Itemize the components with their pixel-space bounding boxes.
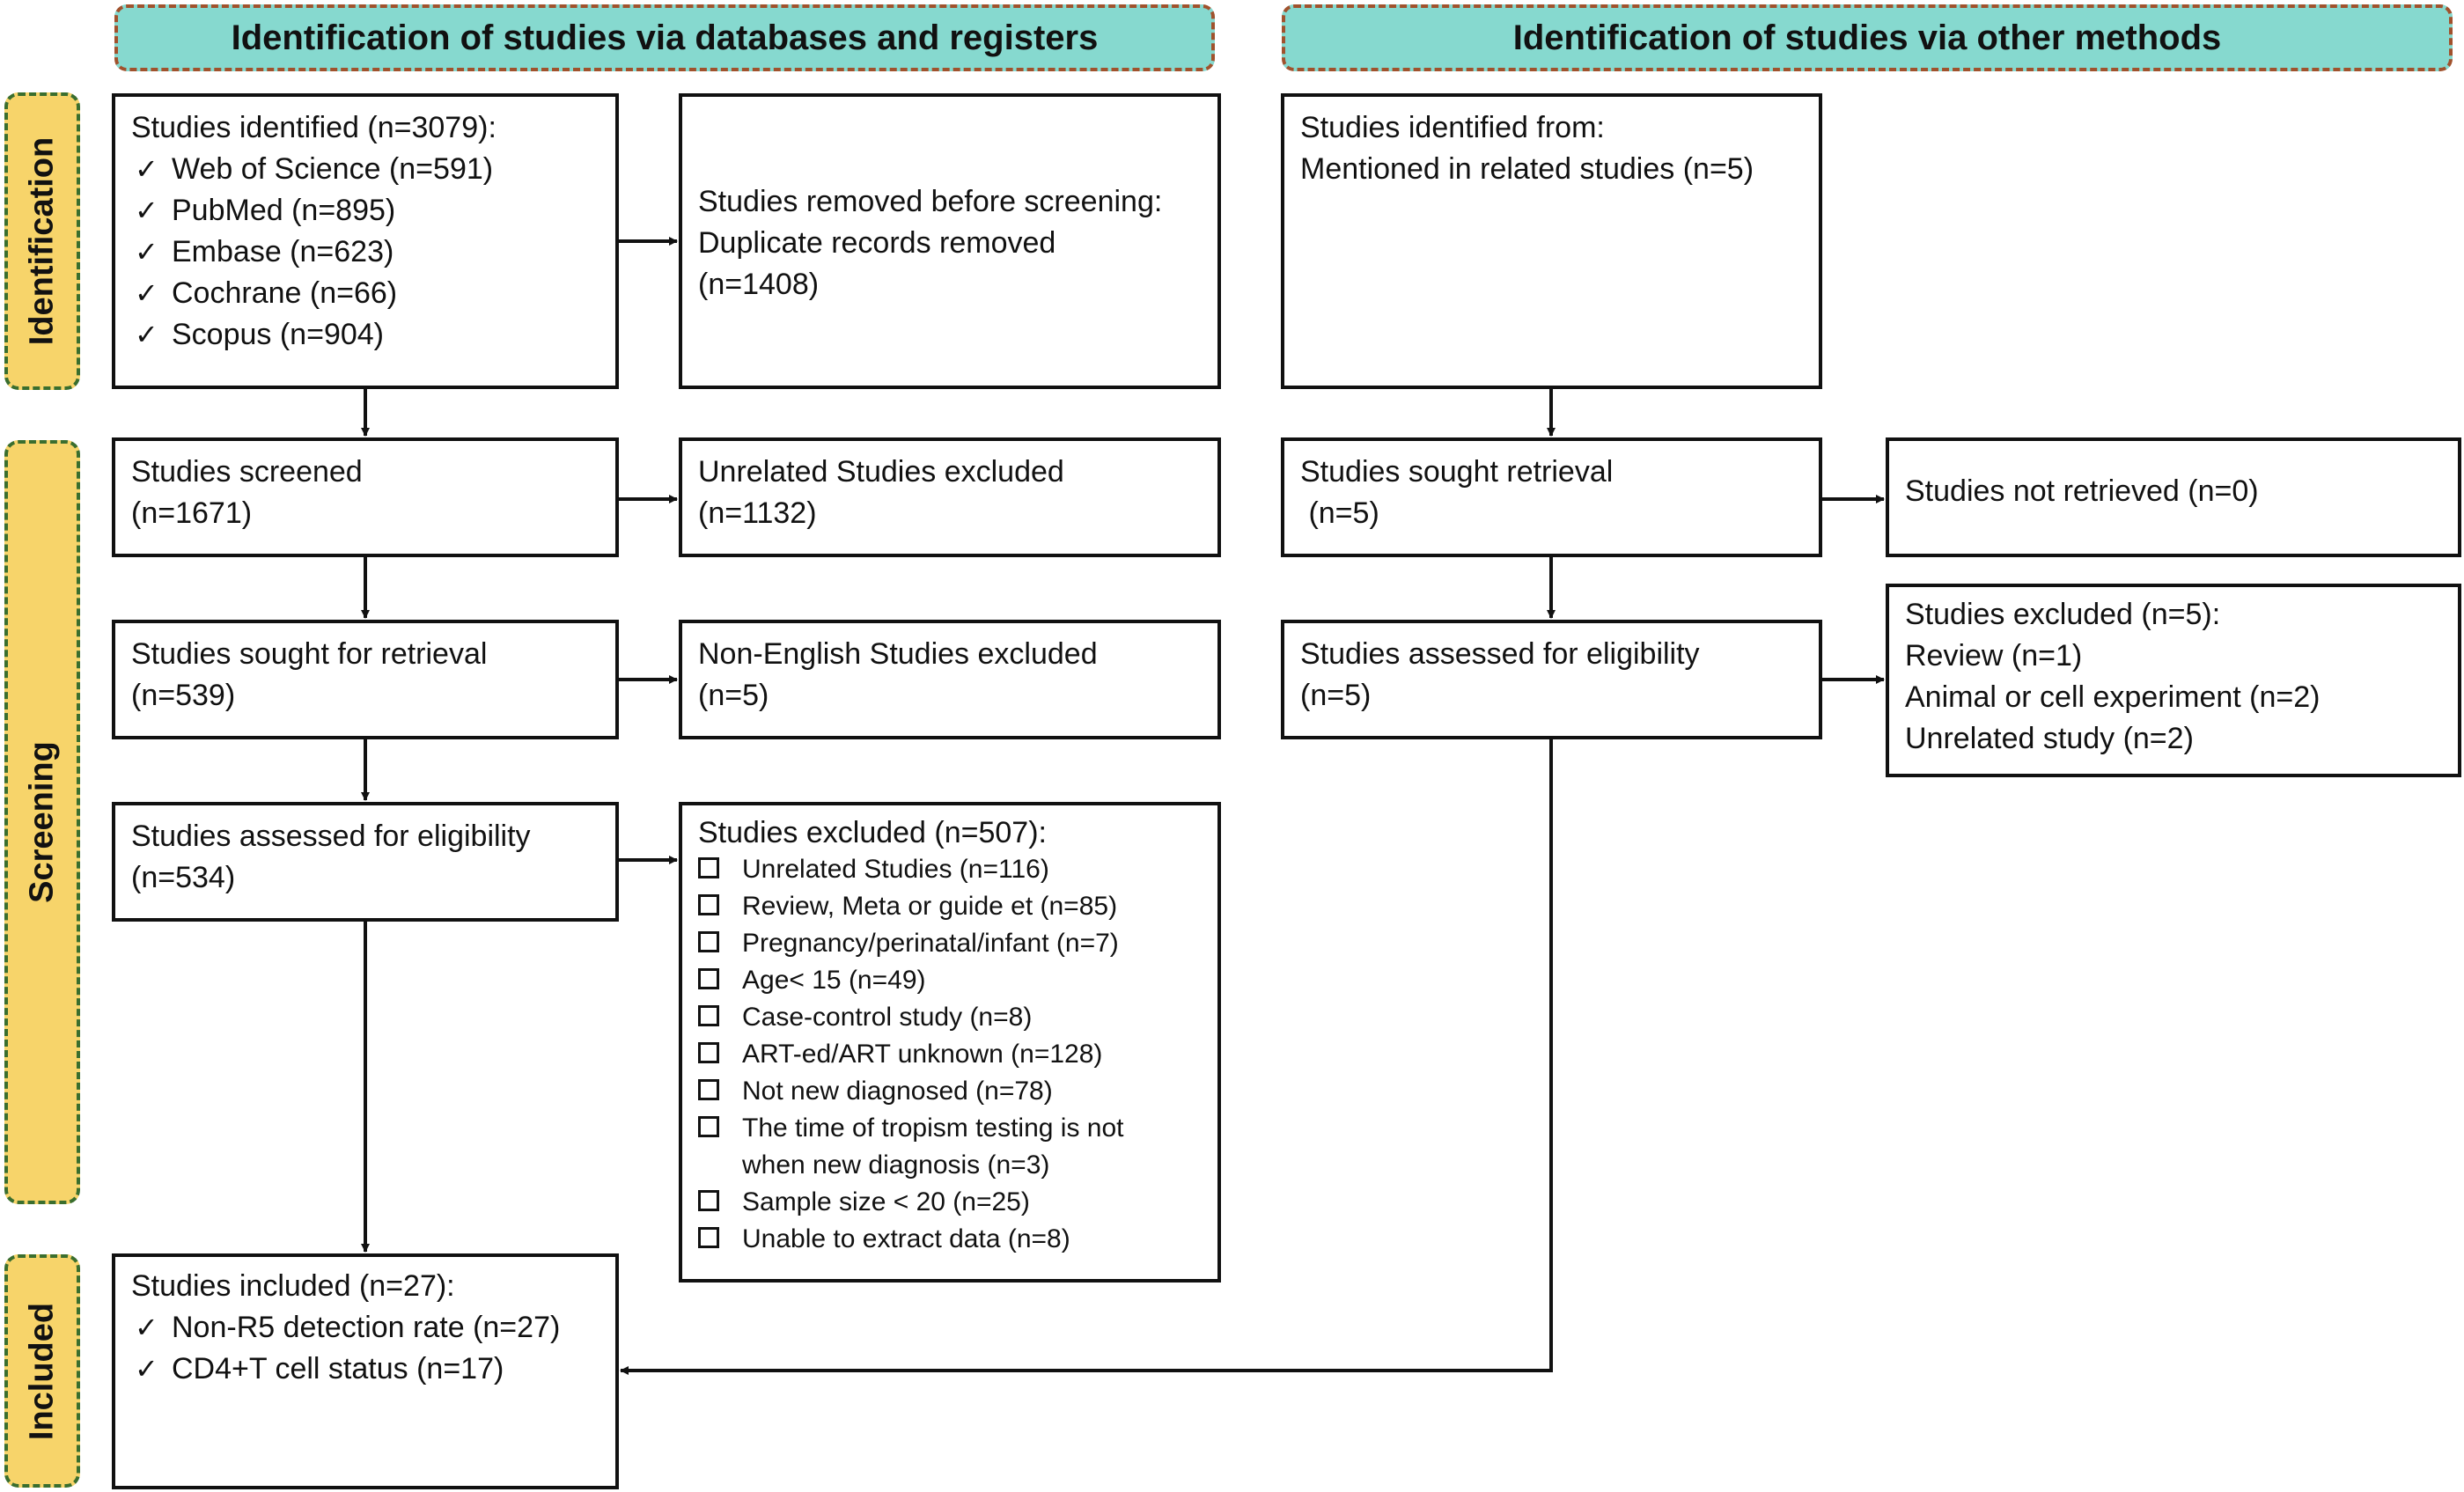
- other-excluded-line: Animal or cell experiment (n=2): [1905, 680, 2321, 714]
- not-retrieved-line: Studies not retrieved (n=0): [1905, 474, 2259, 508]
- box-studies-identified: Studies identified (n=3079): ✓Web of Sci…: [112, 93, 619, 389]
- other-sought-line: (n=5): [1300, 496, 1379, 530]
- checkbox-icon: [698, 1042, 719, 1064]
- checkbox-icon: [698, 1227, 719, 1249]
- identified-title: Studies identified (n=3079):: [131, 111, 496, 144]
- arrow-other-assessed-to-included: [620, 739, 1553, 1375]
- other-excluded-line: Unrelated study (n=2): [1905, 722, 2194, 755]
- other-identified-line: Studies identified from:: [1300, 111, 1605, 144]
- excluded-item: ART-ed/ART unknown (n=128): [698, 1036, 1202, 1073]
- assessed-line: (n=534): [131, 861, 236, 894]
- included-item: ✓Non-R5 detection rate (n=27): [131, 1307, 599, 1349]
- check-icon: ✓: [135, 1312, 158, 1343]
- identified-item: ✓Scopus (n=904): [131, 314, 599, 356]
- check-icon: ✓: [135, 1353, 158, 1385]
- excluded-item: Pregnancy/perinatal/infant (n=7): [698, 925, 1202, 962]
- checkbox-icon: [698, 1079, 719, 1101]
- sought-line: (n=539): [131, 679, 236, 712]
- box-studies-removed: Studies removed before screening: Duplic…: [679, 93, 1221, 389]
- box-other-sought-retrieval: Studies sought retrieval (n=5): [1281, 437, 1822, 557]
- check-icon: ✓: [135, 195, 158, 226]
- other-excluded-line: Review (n=1): [1905, 639, 2083, 673]
- other-identified-line: Mentioned in related studies (n=5): [1300, 152, 1754, 186]
- phase-included: Included: [4, 1254, 80, 1488]
- excluded-item: Sample size < 20 (n=25): [698, 1184, 1202, 1221]
- screened-line: (n=1671): [131, 496, 253, 530]
- box-non-english-excluded: Non-English Studies excluded (n=5): [679, 620, 1221, 739]
- excluded-item: Review, Meta or guide et (n=85): [698, 888, 1202, 925]
- non-english-line: Non-English Studies excluded: [698, 637, 1098, 671]
- checkbox-icon: [698, 1005, 719, 1027]
- excluded-item: Age< 15 (n=49): [698, 962, 1202, 999]
- excluded-item: Unrelated Studies (n=116): [698, 851, 1202, 888]
- box-unrelated-excluded: Unrelated Studies excluded (n=1132): [679, 437, 1221, 557]
- removed-line: Duplicate records removed: [698, 226, 1056, 260]
- identified-item: ✓Cochrane (n=66): [131, 273, 599, 314]
- other-sought-line: Studies sought retrieval: [1300, 455, 1614, 489]
- phase-identification: Identification: [4, 92, 80, 390]
- box-assessed-eligibility: Studies assessed for eligibility (n=534): [112, 802, 619, 922]
- checkbox-icon: [698, 1190, 719, 1212]
- box-studies-screened: Studies screened (n=1671): [112, 437, 619, 557]
- excluded-item: Case-control study (n=8): [698, 999, 1202, 1036]
- box-sought-retrieval: Studies sought for retrieval (n=539): [112, 620, 619, 739]
- screened-line: Studies screened: [131, 455, 363, 489]
- check-icon: ✓: [135, 236, 158, 268]
- check-icon: ✓: [135, 277, 158, 309]
- removed-line: Studies removed before screening:: [698, 185, 1163, 218]
- header-other-methods: Identification of studies via other meth…: [1282, 4, 2453, 71]
- excluded-item: Unable to extract data (n=8): [698, 1221, 1202, 1258]
- identified-item: ✓PubMed (n=895): [131, 190, 599, 232]
- check-icon: ✓: [135, 153, 158, 185]
- excluded-item: The time of tropism testing is not: [698, 1110, 1202, 1147]
- check-icon: ✓: [135, 319, 158, 350]
- box-not-retrieved: Studies not retrieved (n=0): [1886, 437, 2461, 557]
- sought-line: Studies sought for retrieval: [131, 637, 488, 671]
- checkbox-icon: [698, 931, 719, 953]
- other-assessed-line: (n=5): [1300, 679, 1372, 712]
- included-title: Studies included (n=27):: [131, 1269, 455, 1303]
- checkbox-icon: [698, 1116, 719, 1138]
- box-other-identified: Studies identified from: Mentioned in re…: [1281, 93, 1822, 389]
- box-other-excluded: Studies excluded (n=5): Review (n=1) Ani…: [1886, 584, 2461, 777]
- other-assessed-line: Studies assessed for eligibility: [1300, 637, 1700, 671]
- assessed-line: Studies assessed for eligibility: [131, 819, 531, 853]
- checkbox-icon: [698, 968, 719, 990]
- identified-item: ✓Embase (n=623): [131, 232, 599, 273]
- checkbox-icon: [698, 857, 719, 879]
- unrelated-excluded-line: Unrelated Studies excluded: [698, 455, 1064, 489]
- excluded-title: Studies excluded (n=507):: [698, 816, 1047, 849]
- removed-line: (n=1408): [698, 268, 820, 301]
- included-item: ✓CD4+T cell status (n=17): [131, 1349, 599, 1390]
- box-studies-included: Studies included (n=27): ✓Non-R5 detecti…: [112, 1253, 619, 1489]
- box-studies-excluded: Studies excluded (n=507): Unrelated Stud…: [679, 802, 1221, 1283]
- phase-screening: Screening: [4, 440, 80, 1204]
- unrelated-excluded-line: (n=1132): [698, 496, 817, 530]
- checkbox-icon: [698, 894, 719, 916]
- non-english-line: (n=5): [698, 679, 769, 712]
- box-other-assessed-eligibility: Studies assessed for eligibility (n=5): [1281, 620, 1822, 739]
- other-excluded-line: Studies excluded (n=5):: [1905, 598, 2221, 631]
- header-databases-registers: Identification of studies via databases …: [114, 4, 1215, 71]
- excluded-item: Not new diagnosed (n=78): [698, 1073, 1202, 1110]
- excluded-item-continuation: when new diagnosis (n=3): [742, 1150, 1050, 1180]
- identified-item: ✓Web of Science (n=591): [131, 149, 599, 190]
